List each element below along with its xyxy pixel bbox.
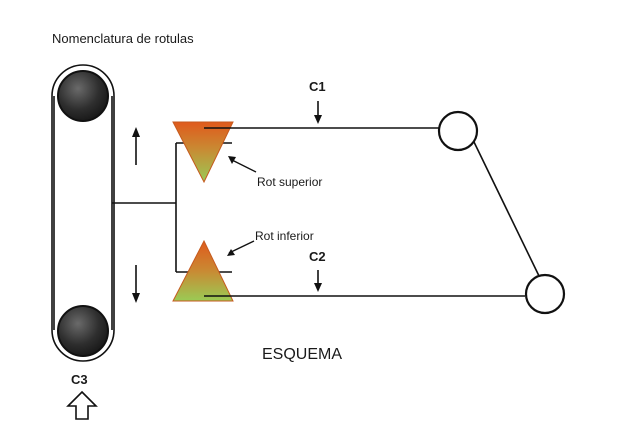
label-rot-superior: Rot superior (257, 175, 322, 189)
rot-inferior-triangle (172, 239, 234, 302)
joint-c1 (437, 110, 479, 152)
label-c3: C3 (71, 372, 88, 387)
label-rot-inferior: Rot inferior (255, 229, 314, 243)
up-arrow (132, 127, 140, 165)
top-roller (57, 70, 109, 122)
diagram-title: Nomenclatura de rotulas (52, 31, 194, 46)
c1-arrow (314, 101, 322, 124)
rot-inferior-pointer (227, 240, 255, 256)
bottom-roller (57, 305, 109, 357)
rot-superior-pointer (228, 156, 257, 173)
arm-lines (204, 127, 541, 297)
joint-c2 (524, 273, 566, 315)
label-c2: C2 (309, 249, 326, 264)
label-c1: C1 (309, 79, 326, 94)
down-arrow (132, 265, 140, 303)
c3-hollow-up-arrow-icon (66, 390, 98, 420)
rot-superior-triangle (172, 121, 234, 184)
c2-arrow (314, 270, 322, 292)
diagram-caption: ESQUEMA (262, 346, 342, 363)
belt-assembly (51, 64, 115, 362)
